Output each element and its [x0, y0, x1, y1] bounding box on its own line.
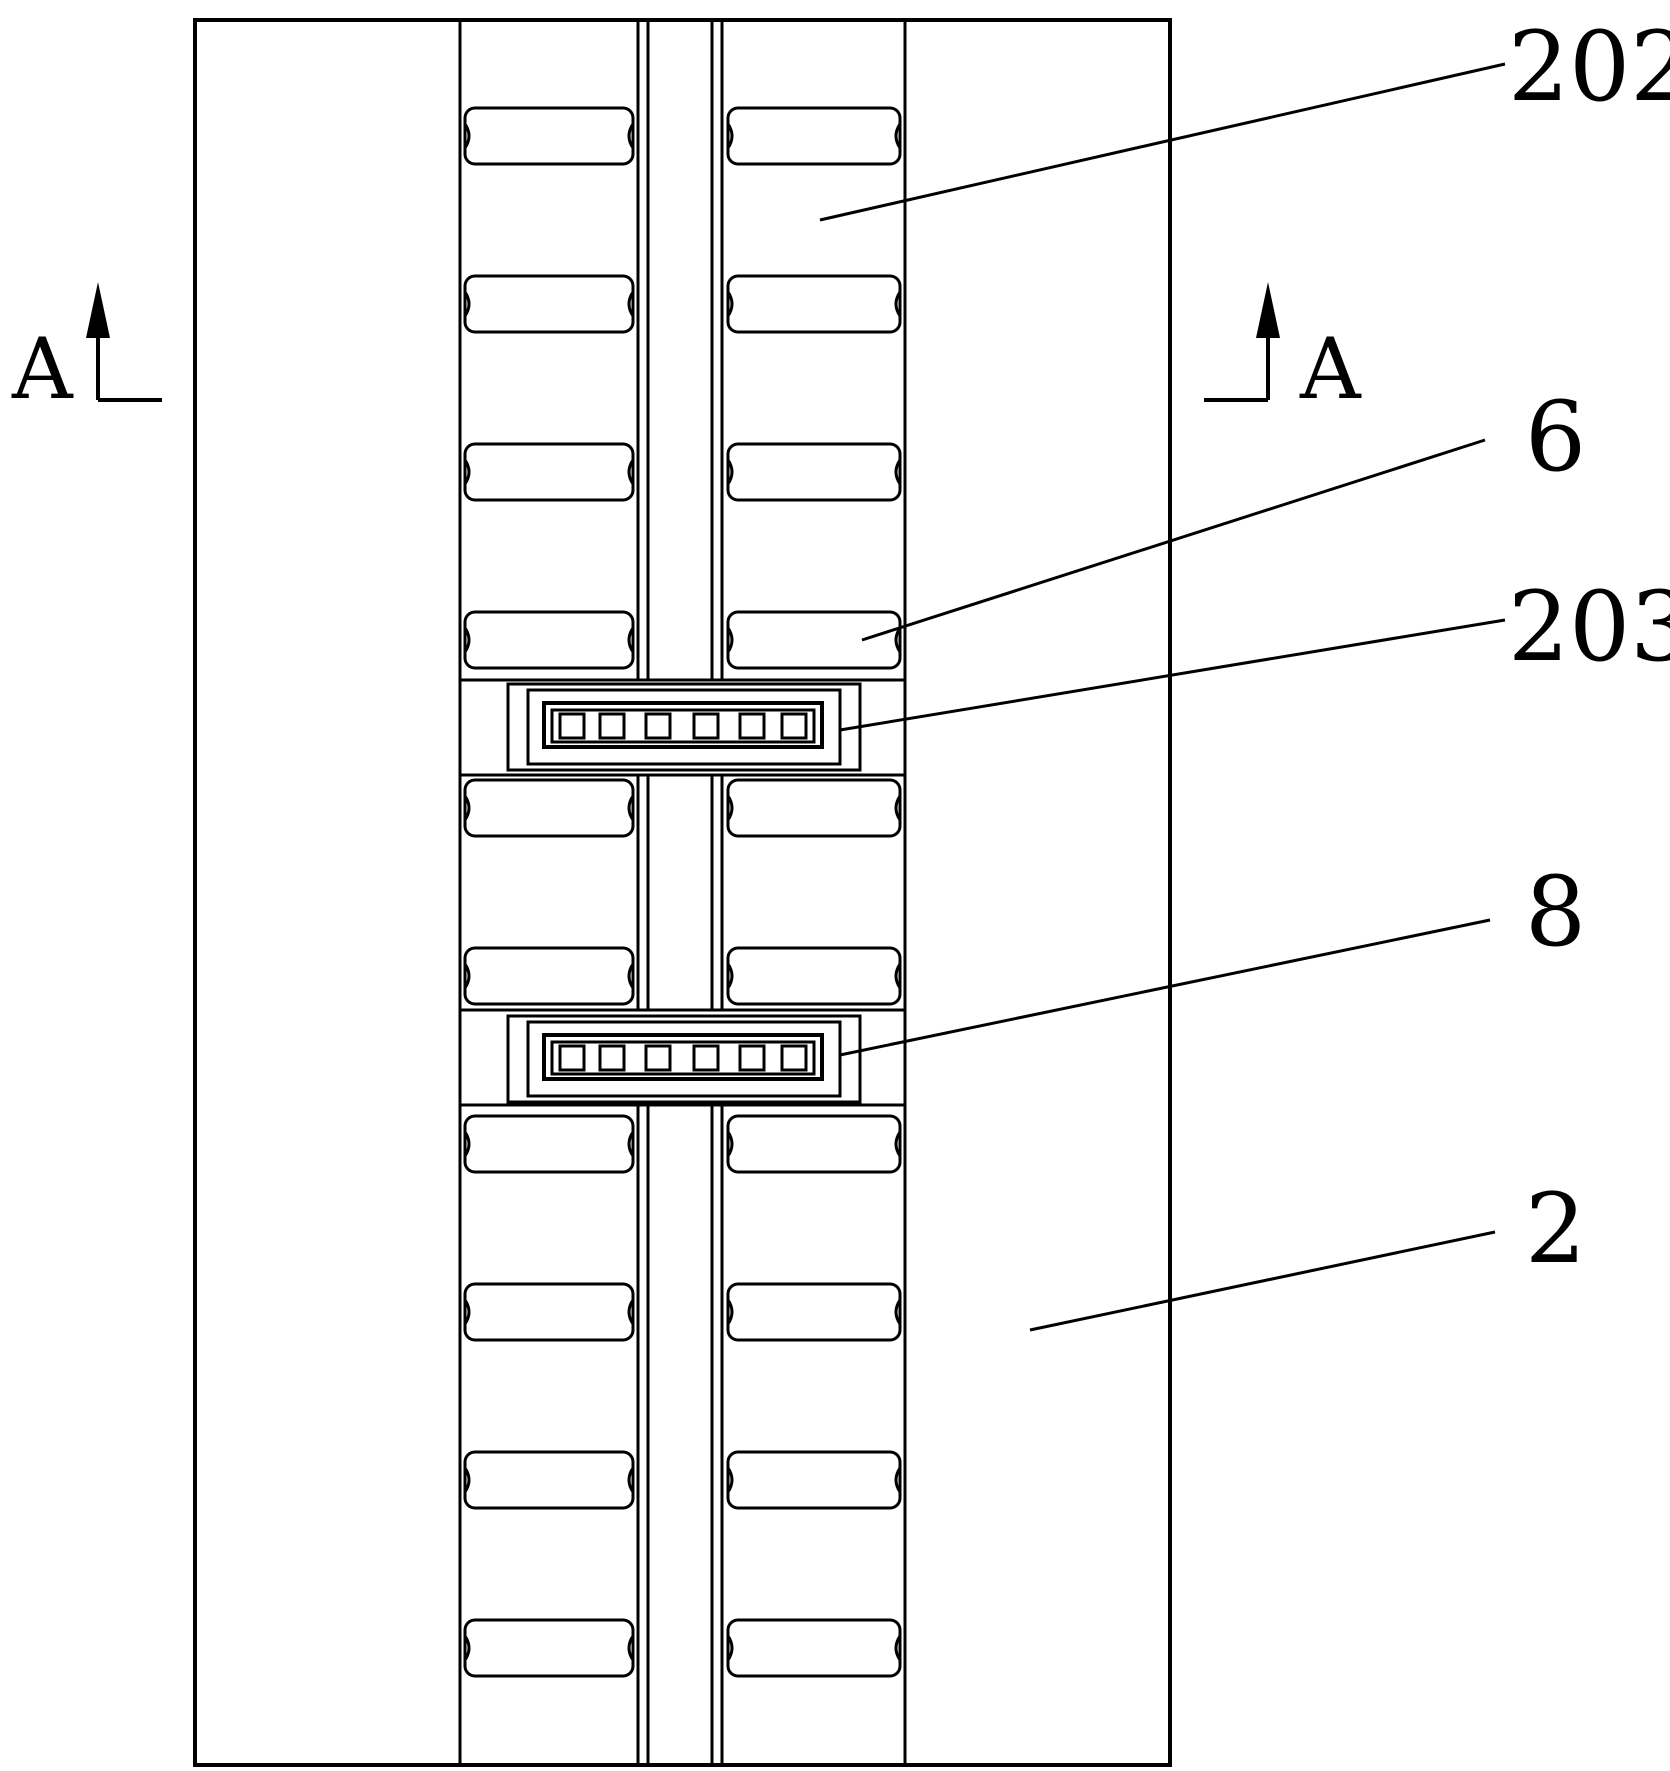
roller-notch	[894, 291, 902, 317]
roller-notch	[463, 459, 471, 485]
roller-notch	[627, 1467, 635, 1493]
roller-slot	[463, 1450, 635, 1510]
roller-slot	[726, 778, 902, 838]
roller-slot	[726, 1450, 902, 1510]
clamp-tooth	[598, 1044, 626, 1072]
roller-slot	[726, 106, 902, 166]
clamp-tooth	[558, 1044, 586, 1072]
outer-plate	[193, 18, 1172, 1767]
roller-notch	[726, 459, 734, 485]
roller-notch	[463, 1635, 471, 1661]
clamp-block-8	[458, 1008, 907, 1107]
roller-notch	[726, 1635, 734, 1661]
leader-8	[839, 918, 1491, 1057]
roller-notch	[894, 963, 902, 989]
clamp-tooth	[644, 712, 672, 740]
clamp-tooth	[738, 1044, 766, 1072]
roller-slot	[463, 1114, 635, 1174]
roller-notch	[726, 1299, 734, 1325]
roller-slot	[726, 1618, 902, 1678]
roller-notch	[627, 627, 635, 653]
roller-notch	[894, 795, 902, 821]
roller-slot	[463, 778, 635, 838]
roller-slot	[726, 1114, 902, 1174]
roller-notch	[627, 795, 635, 821]
clamp-tooth	[692, 712, 720, 740]
roller-notch	[726, 963, 734, 989]
roller-notch	[463, 795, 471, 821]
roller-slot	[726, 946, 902, 1006]
clamp-tooth	[598, 712, 626, 740]
roller-slot	[726, 1282, 902, 1342]
roller-notch	[627, 963, 635, 989]
roller-notch	[726, 627, 734, 653]
section-mark-right: A	[1204, 282, 1362, 418]
section-label-right: A	[1299, 320, 1362, 418]
roller-notch	[894, 1299, 902, 1325]
clamp-tooth	[780, 712, 808, 740]
roller-slot	[463, 946, 635, 1006]
roller-notch	[894, 123, 902, 149]
clamp-8-teeth	[558, 1044, 808, 1072]
roller-notch	[627, 1131, 635, 1157]
clamp-tooth	[780, 1044, 808, 1072]
roller-notch	[894, 1635, 902, 1661]
clamp-tooth	[692, 1044, 720, 1072]
roller-notch	[894, 459, 902, 485]
roller-slot	[463, 610, 635, 670]
roller-notch	[627, 1299, 635, 1325]
clamp-tooth	[558, 712, 586, 740]
roller-slot	[726, 274, 902, 334]
roller-notch	[894, 627, 902, 653]
roller-slot	[463, 442, 635, 502]
roller-notch	[463, 1131, 471, 1157]
roller-notch	[627, 123, 635, 149]
roller-notch	[894, 1467, 902, 1493]
roller-notch	[726, 1131, 734, 1157]
callout-203: 203	[1508, 571, 1670, 683]
roller-slot	[726, 610, 902, 670]
clamp-tooth	[644, 1044, 672, 1072]
roller-notch	[627, 459, 635, 485]
roller-notch	[726, 123, 734, 149]
roller-notch	[463, 1467, 471, 1493]
callout-202: 202	[1508, 11, 1670, 123]
roller-notch	[463, 963, 471, 989]
roller-notch	[463, 123, 471, 149]
section-label-left: A	[11, 320, 74, 418]
leader-203	[839, 618, 1506, 732]
leader-2	[1029, 1230, 1496, 1332]
roller-slot	[463, 274, 635, 334]
roller-notch	[463, 291, 471, 317]
roller-notch	[463, 627, 471, 653]
callout-8: 8	[1525, 856, 1586, 968]
clamp-block-203	[458, 678, 907, 777]
callout-2: 2	[1525, 1173, 1586, 1285]
section-mark-left: A	[11, 282, 162, 418]
roller-notch	[894, 1131, 902, 1157]
roller-slot	[463, 1618, 635, 1678]
roller-notch	[627, 1635, 635, 1661]
clamp-tooth	[738, 712, 766, 740]
callout-6: 6	[1525, 381, 1586, 493]
leader-6	[861, 438, 1486, 642]
roller-slots	[463, 106, 902, 1678]
roller-notch	[627, 291, 635, 317]
roller-notch	[726, 795, 734, 821]
leader-202	[819, 62, 1506, 222]
clamp-203-teeth	[558, 712, 808, 740]
roller-notch	[726, 291, 734, 317]
roller-slot	[463, 106, 635, 166]
roller-slot	[463, 1282, 635, 1342]
roller-notch	[463, 1299, 471, 1325]
roller-notch	[726, 1467, 734, 1493]
roller-slot	[726, 442, 902, 502]
